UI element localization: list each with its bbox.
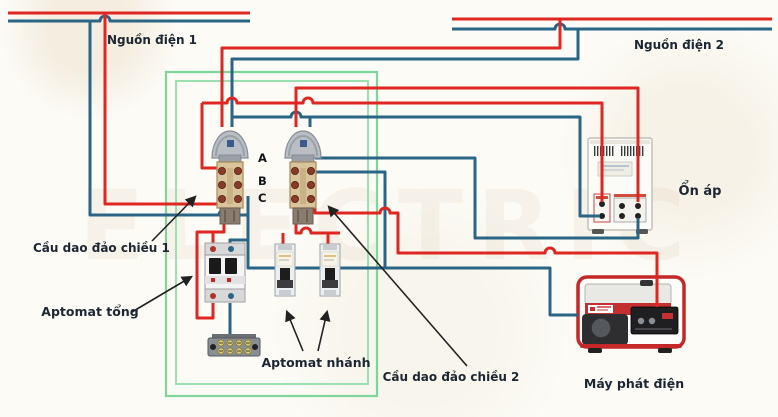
arrow-main-breaker (131, 275, 193, 313)
label-branch-breaker: Aptomat nhánh (261, 355, 370, 370)
arrow-branch-breaker-1 (285, 309, 304, 352)
main-breaker-device (204, 242, 246, 303)
changeover-switch-1 (211, 130, 249, 225)
arrow-changeover1 (151, 195, 197, 242)
generator-device (576, 275, 686, 353)
changeover-switch-2 (284, 130, 322, 225)
label-changeover2: Cầu dao đảo chiều 2 (383, 370, 520, 384)
label-source2: Nguồn điện 2 (634, 38, 724, 52)
branch-breaker-1 (274, 243, 296, 297)
label-phase-c: C (258, 191, 266, 205)
enclosure-outline (164, 70, 379, 398)
label-generator: Máy phát điện (584, 376, 684, 391)
arrow-branch-breaker-2 (317, 309, 331, 352)
label-stabilizer: Ổn áp (679, 181, 722, 199)
terminal-block-device (207, 334, 261, 357)
label-main-breaker: Aptomat tổng (41, 304, 138, 319)
label-source1: Nguồn điện 1 (107, 33, 197, 47)
stabilizer-device (587, 137, 653, 234)
label-phase-b: B (258, 174, 267, 188)
arrow-changeover2 (327, 205, 468, 367)
stabilizer-output-terminals (613, 197, 647, 223)
branch-breaker-2 (319, 243, 341, 297)
label-phase-a: A (258, 151, 267, 165)
label-changeover1: Cầu dao đảo chiều 1 (33, 241, 170, 255)
callout-arrows (131, 195, 468, 367)
live-wires (8, 11, 772, 320)
